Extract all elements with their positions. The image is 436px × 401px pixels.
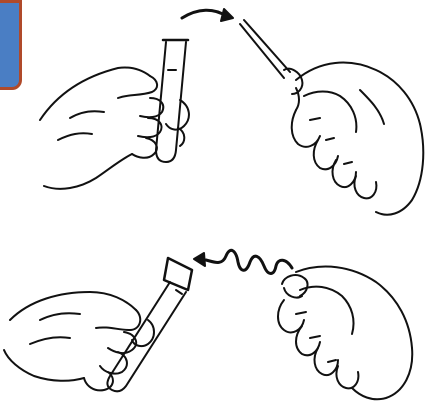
squeeze-bottle-icon bbox=[240, 20, 302, 110]
top-panel bbox=[40, 9, 423, 215]
bottom-panel bbox=[4, 250, 412, 399]
curved-arrow-icon bbox=[182, 9, 233, 21]
right-hand-bottom-icon bbox=[278, 267, 412, 400]
stoppered-test-tube-icon bbox=[107, 258, 192, 391]
coil-arrow-icon bbox=[194, 250, 292, 273]
left-hand-top-icon bbox=[40, 67, 189, 188]
right-hand-top-icon bbox=[292, 63, 424, 215]
bottle-icon bbox=[282, 275, 307, 297]
